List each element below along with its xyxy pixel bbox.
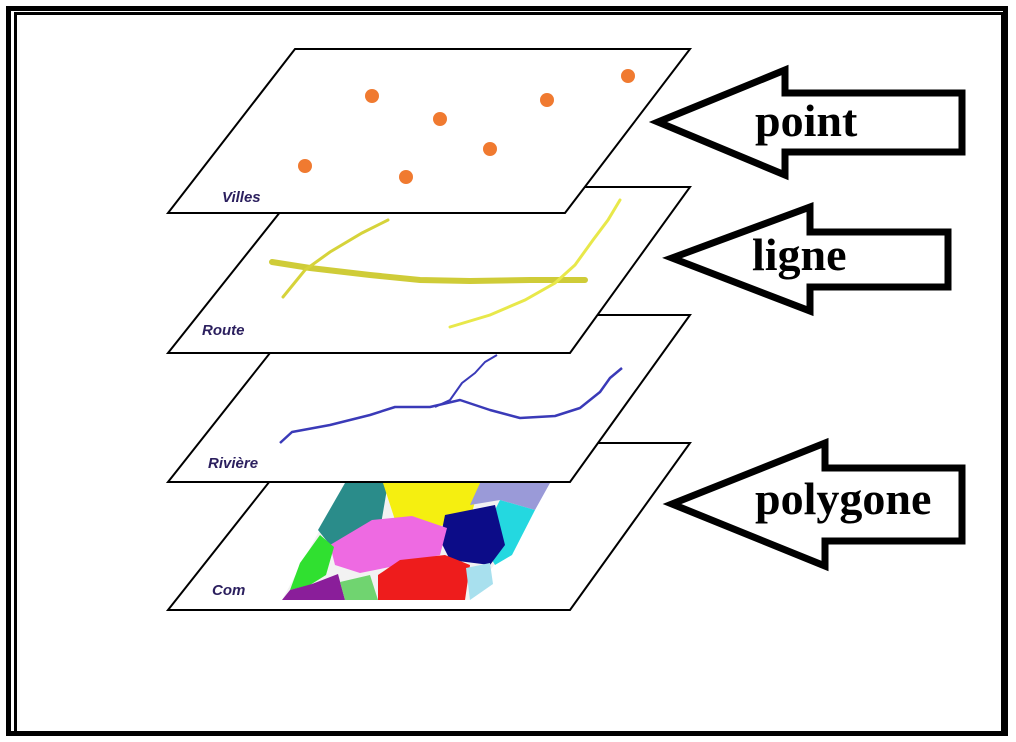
layer-com: Com	[165, 442, 692, 611]
river-main	[279, 367, 623, 444]
layer-label-route: Route	[202, 322, 245, 339]
city-point	[540, 93, 554, 107]
city-point	[433, 112, 447, 126]
arrow-polygone-shape	[662, 437, 966, 572]
road-secondary-left	[281, 218, 390, 299]
layer-label-riviere: Rivière	[208, 455, 258, 472]
city-point	[621, 69, 635, 83]
city-point	[298, 159, 312, 173]
arrow-label-polygone: polygone	[755, 473, 931, 524]
polygon-region-lightgreen	[340, 575, 378, 600]
arrow-point-shape	[648, 64, 966, 181]
layer-plane-villes	[165, 48, 693, 214]
polygon-region-purple	[282, 574, 345, 600]
layer-villes: Villes	[165, 48, 693, 214]
polygon-map	[282, 483, 550, 600]
polygon-region-lavender	[470, 483, 550, 510]
arrow-label-point: point	[755, 95, 858, 146]
road-secondary-right	[448, 198, 622, 329]
arrow-ligne: ligne	[662, 201, 952, 317]
city-point	[399, 170, 413, 184]
arrow-point: point	[648, 64, 966, 181]
river-tributary	[434, 354, 498, 408]
arrow-polygone: polygone	[662, 437, 966, 572]
city-point	[365, 89, 379, 103]
layer-label-com: Com	[212, 582, 245, 599]
arrow-label-ligne: ligne	[752, 229, 847, 280]
arrow-ligne-shape	[662, 201, 952, 317]
layer-label-villes: Villes	[222, 189, 261, 206]
city-point	[483, 142, 497, 156]
polygon-region-lightblue	[466, 563, 493, 600]
polygon-region-green	[290, 535, 334, 590]
polygon-region-red	[378, 555, 470, 600]
polygon-region-navy	[440, 505, 505, 565]
